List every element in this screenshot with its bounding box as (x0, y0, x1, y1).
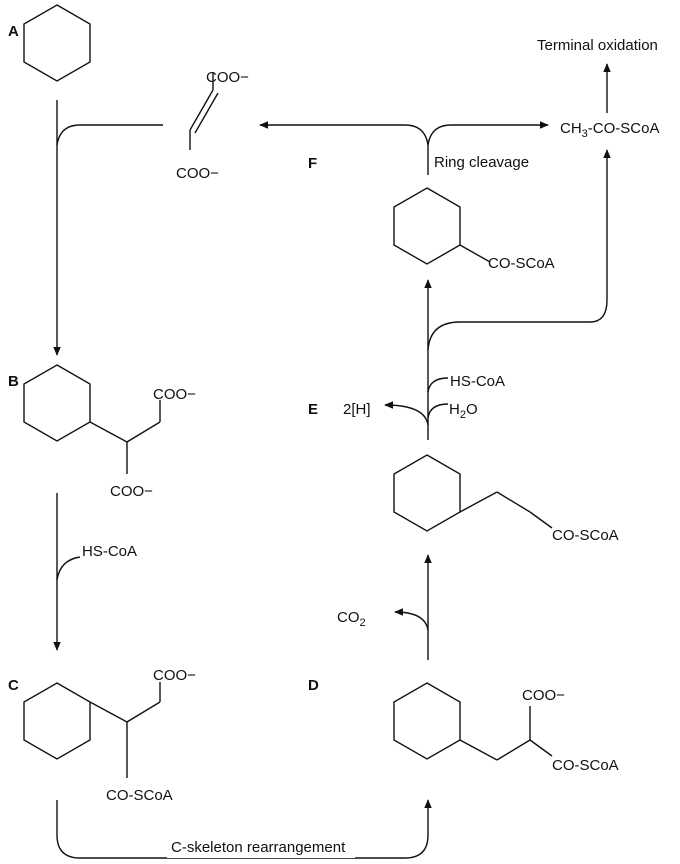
ring-cleavage-to-fumarate (259, 121, 429, 146)
fumarate-coo-bottom: COO− (176, 165, 219, 182)
h2o-subscript: 2 (460, 409, 466, 421)
step-label-c: C (8, 677, 19, 694)
step-label-a: A (8, 23, 19, 40)
acetyl-coa-label: CH3-CO-SCoA (560, 120, 659, 140)
cyclohexane-d-ring (393, 682, 461, 760)
co2-label: CO2 (337, 609, 366, 629)
b-coo-top: COO− (153, 386, 196, 403)
c-coo: COO− (153, 667, 196, 684)
f-coscoa: CO-SCoA (488, 255, 555, 272)
h2o-main-text: H (449, 401, 460, 418)
ring-cleavage-label: Ring cleavage (434, 154, 529, 171)
c-skeleton-label: C-skeleton rearrangement (171, 839, 346, 856)
hs-coa-label-1: HS-CoA (82, 543, 137, 560)
c-coscoa: CO-SCoA (106, 787, 173, 804)
fumarate-coo-top: COO− (206, 69, 249, 86)
terminal-oxidation-label: Terminal oxidation (537, 37, 658, 54)
cyclohexane-e-ring (393, 454, 461, 532)
branch-to-acetyl-coa (427, 149, 611, 351)
h2o-label: H2O (449, 401, 478, 421)
fumarate-structure (189, 72, 219, 150)
d-coo: COO− (522, 687, 565, 704)
c-skeleton-label-bg (167, 838, 355, 858)
b-coo-bottom: COO− (110, 483, 153, 500)
h2o-input-curve (427, 403, 449, 419)
cyclohexane-f-ring (393, 187, 461, 265)
cyclohexane-c-ring (23, 682, 91, 760)
hs-coa-input-curve-2 (427, 377, 449, 393)
h2o-tail-text: O (466, 401, 478, 418)
step-label-b: B (8, 373, 19, 390)
step-label-f: F (308, 155, 317, 172)
b-side-chain (89, 400, 161, 474)
co2-release-curve (394, 608, 429, 631)
acetyl-rest-text: -CO-SCoA (588, 120, 660, 137)
acetyl-subscript: 3 (582, 128, 588, 140)
ring-cleavage-to-acetyl-coa (427, 121, 549, 146)
c-side-chain (89, 682, 161, 778)
hs-coa-label-2: HS-CoA (450, 373, 505, 390)
cyclohexane-a-ring (23, 4, 91, 82)
step-label-d: D (308, 677, 319, 694)
fumarate-input-curve (56, 124, 163, 146)
co2-subscript: 2 (360, 617, 366, 629)
hs-coa-input-curve-1 (56, 556, 81, 581)
f-side-chain (459, 244, 491, 263)
e-coscoa: CO-SCoA (552, 527, 619, 544)
two-h-release-curve (384, 401, 429, 426)
e-side-chain (459, 491, 553, 529)
acetyl-ch-text: CH (560, 120, 582, 137)
step-label-e: E (308, 401, 318, 418)
co2-main-text: CO (337, 609, 360, 626)
d-coscoa: CO-SCoA (552, 757, 619, 774)
two-h-label: 2[H] (343, 401, 371, 418)
cyclohexane-b-ring (23, 364, 91, 442)
d-side-chain (459, 706, 553, 761)
